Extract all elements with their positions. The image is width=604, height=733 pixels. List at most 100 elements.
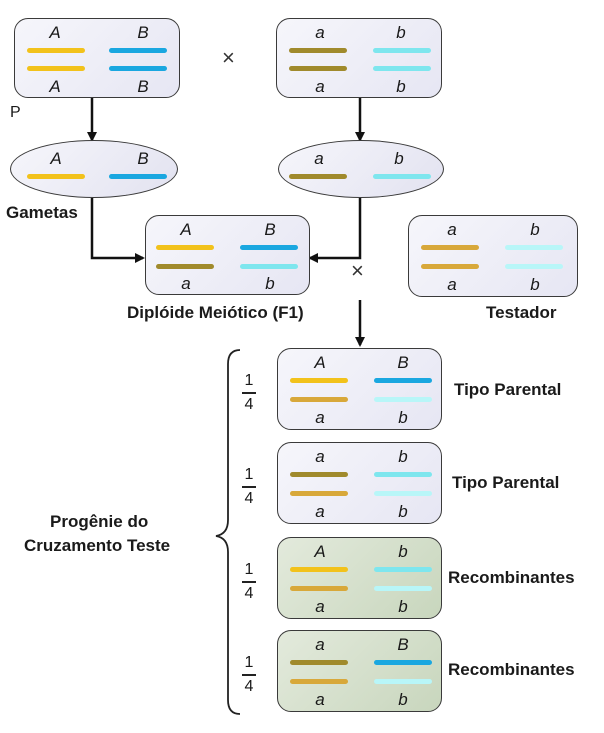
allele-label: A [180, 220, 192, 239]
allele-label: B [264, 220, 276, 239]
fraction-denominator: 4 [244, 584, 254, 602]
allele-label: b [396, 23, 406, 42]
chromosome-a [289, 66, 347, 71]
allele-label: b [396, 77, 406, 96]
chromosome-A [27, 48, 85, 53]
cross-symbol: × [351, 258, 364, 283]
progeny-type-label: Recombinantes [448, 568, 575, 587]
chromosome-b [240, 264, 298, 269]
fraction-numerator: 1 [244, 654, 254, 671]
allele-label: A [314, 353, 326, 372]
fraction-label: 1 4 [242, 562, 256, 602]
allele-label: B [397, 353, 409, 372]
allele-label: a [315, 635, 325, 654]
chromosome-b [374, 472, 432, 477]
allele-label: b [398, 542, 408, 561]
fraction-denominator: 4 [244, 677, 254, 695]
fraction-denominator: 4 [244, 395, 254, 413]
progeny-label-line2: Cruzamento Teste [24, 536, 171, 555]
chromosome-b [373, 174, 431, 179]
progeny-box: A B a b [277, 348, 442, 430]
allele-label: a [447, 275, 457, 294]
fraction-label: 1 4 [242, 655, 256, 695]
allele-label: b [398, 690, 408, 709]
allele-label: A [49, 77, 61, 96]
chromosome-A [290, 567, 348, 572]
chromosome-B [109, 174, 167, 179]
allele-label: b [398, 502, 408, 521]
allele-label: a [315, 23, 325, 42]
chromosome-a [421, 264, 479, 269]
cross-symbol: × [222, 45, 235, 70]
f1-label: Diplóide Meiótico (F1) [127, 303, 304, 322]
chromosome-a [290, 472, 348, 477]
fraction-numerator: 1 [244, 466, 254, 483]
progeny-box-recombinant: A b a b [277, 537, 442, 619]
chromosome-B [374, 660, 432, 665]
allele-label: b [398, 597, 408, 616]
chromosome-b [374, 397, 432, 402]
chromosome-B [109, 48, 167, 53]
chromosome-B [374, 378, 432, 383]
fraction-denominator: 4 [244, 489, 254, 507]
chromosome-b [505, 245, 563, 250]
allele-label: A [49, 23, 61, 42]
allele-label: a [315, 690, 325, 709]
progeny-brace [215, 349, 241, 715]
parent-2-box: a b a b [276, 18, 442, 98]
allele-label: a [315, 502, 325, 521]
chromosome-b [374, 491, 432, 496]
allele-label: B [137, 149, 149, 168]
chromosome-b [374, 679, 432, 684]
allele-label: a [315, 597, 325, 616]
progeny-box-recombinant: a B a b [277, 630, 442, 712]
allele-label: b [530, 275, 540, 294]
chromosome-a [290, 397, 348, 402]
progeny-box: a b a b [277, 442, 442, 524]
progeny-type-label: Tipo Parental [452, 473, 560, 492]
allele-label: a [447, 220, 457, 239]
allele-label: a [314, 149, 324, 168]
tester-label: Testador [486, 303, 557, 322]
chromosome-A [27, 174, 85, 179]
f1-box: A B a b [145, 215, 310, 295]
allele-label: a [315, 447, 325, 466]
chromosome-a [421, 245, 479, 250]
chromosome-A [290, 378, 348, 383]
allele-label: b [398, 408, 408, 427]
chromosome-a [290, 660, 348, 665]
chromosome-b [373, 48, 431, 53]
chromosome-a [289, 48, 347, 53]
chromosome-a [290, 491, 348, 496]
p-generation-label: P [10, 104, 21, 121]
progeny-type-label: Recombinantes [448, 660, 575, 679]
gametes-label: Gametas [6, 203, 78, 222]
fraction-numerator: 1 [244, 561, 254, 578]
allele-label: A [50, 149, 62, 168]
chromosome-A [27, 66, 85, 71]
chromosome-B [240, 245, 298, 250]
allele-label: a [181, 274, 191, 293]
progeny-label-line1: Progênie do [50, 512, 149, 531]
allele-label: B [137, 23, 149, 42]
chromosome-A [156, 245, 214, 250]
chromosome-b [373, 66, 431, 71]
gamete-2-oval: a b [278, 140, 444, 198]
allele-label: B [397, 635, 409, 654]
chromosome-b [374, 567, 432, 572]
gamete-1-oval: A B [10, 140, 178, 198]
chromosome-a [289, 174, 347, 179]
arrow-gamete2-to-f1 [308, 198, 362, 263]
allele-label: B [137, 77, 149, 96]
arrow-gamete1-to-f1 [90, 198, 145, 263]
chromosome-b [374, 586, 432, 591]
chromosome-a [290, 586, 348, 591]
allele-label: b [394, 149, 404, 168]
tester-box: a b a b [408, 215, 578, 297]
allele-label: a [315, 77, 325, 96]
fraction-label: 1 4 [242, 467, 256, 507]
fraction-label: 1 4 [242, 373, 256, 413]
chromosome-b [505, 264, 563, 269]
allele-label: b [398, 447, 408, 466]
